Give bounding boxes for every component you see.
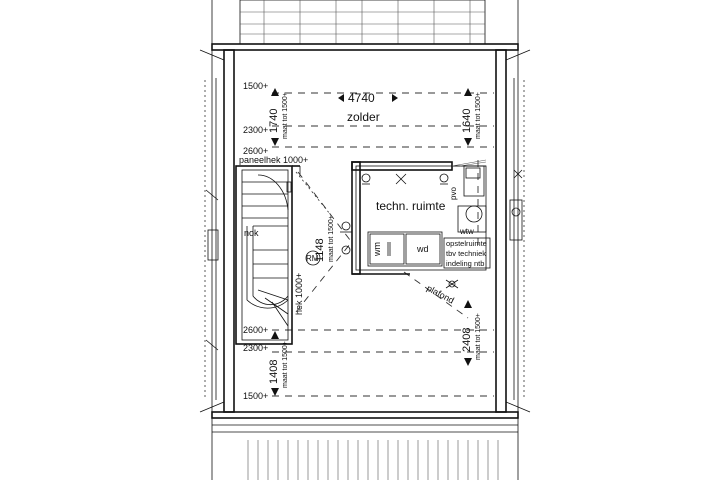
width-dimension: [338, 94, 398, 102]
wtw-label: wtw: [459, 227, 474, 236]
panel-fence-label: paneelhek 1000+: [239, 155, 308, 165]
lamp-icon: [395, 173, 407, 185]
dim-left-top-note: maat tot 1500+: [282, 92, 289, 139]
rm-symbol: [305, 250, 321, 266]
height-label-2300-top: 2300+: [243, 125, 268, 135]
socket-icon: [361, 173, 371, 185]
socket-icon-2: [341, 245, 351, 255]
height-lines: [272, 92, 494, 397]
dimension-arrows: [271, 88, 472, 396]
switch-icon: [439, 173, 449, 185]
dim-left-top-value: 1740: [268, 109, 280, 133]
neighbour-right: [509, 169, 523, 241]
dim-right-top-value: 1640: [461, 109, 473, 133]
dim-right-bottom-note: maat tot 1500+: [475, 313, 482, 360]
setup-label-line1: opstelruimte: [446, 239, 487, 248]
height-label-2600-top: 2600+: [243, 146, 268, 156]
fence-label: hek 1000+: [294, 273, 304, 315]
switch-icon-2: [340, 221, 352, 233]
pvo-unit: [463, 165, 485, 197]
height-label-2600-bottom: 2600+: [243, 325, 268, 335]
tech-room-label: techn. ruimte: [376, 199, 446, 213]
room-name-zolder: zolder: [347, 110, 380, 124]
height-label-2300-bottom: 2300+: [243, 343, 268, 353]
rm-label: RM: [306, 254, 319, 263]
height-label-1500-bottom: 1500+: [243, 391, 268, 401]
washing-machine-label: wm: [372, 242, 382, 257]
dim-center-note: maat tot 1500+: [328, 215, 335, 262]
appliance-block: [367, 231, 443, 267]
nok-label: nok: [244, 228, 259, 238]
dryer-label: wd: [416, 244, 429, 254]
roof-hatch-top: [211, 0, 519, 51]
dim-center-value: 1148: [314, 238, 326, 262]
height-label-1500-top: 1500+: [243, 81, 268, 91]
ceiling-symbol: [445, 279, 459, 289]
setup-area: [443, 237, 491, 269]
dim-left-bottom-value: 1408: [268, 360, 280, 384]
setup-label-line2: tbv techniek: [446, 249, 486, 258]
dim-right-top-note: maat tot 1500+: [475, 92, 482, 139]
dim-right-bottom-value: 2408: [461, 328, 473, 352]
roof-stripes-bottom: [211, 411, 519, 480]
neighbour-left: [205, 189, 219, 351]
width-dimension-label: 4740: [348, 91, 375, 105]
outer-walls: [199, 49, 531, 413]
wtw-unit: [457, 205, 487, 233]
pvo-label: pvo: [449, 187, 458, 200]
ceiling-label: plafond: [425, 283, 456, 306]
setup-label-line3: indeling ntb: [446, 259, 484, 268]
dim-left-bottom-note: maat tot 1500+: [282, 341, 289, 388]
